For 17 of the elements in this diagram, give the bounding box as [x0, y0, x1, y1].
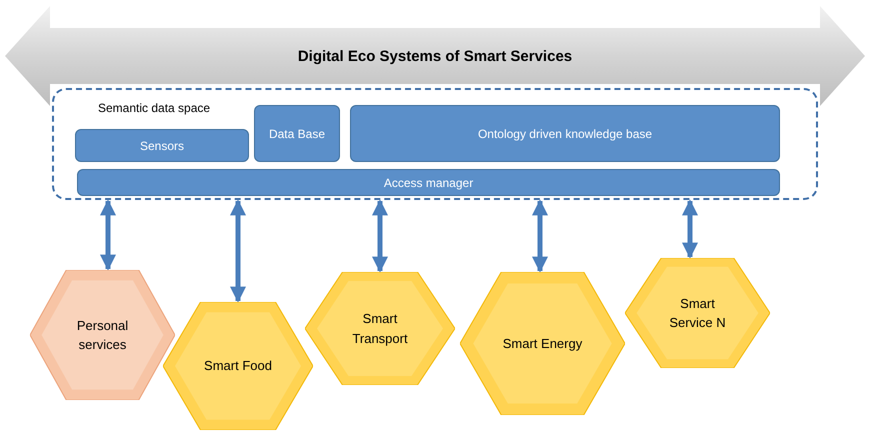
component-box: Data Base [254, 105, 340, 162]
double-arrow [230, 199, 246, 303]
container-label: Semantic data space [98, 100, 210, 117]
banner-title: Digital Eco Systems of Smart Services [296, 47, 574, 67]
double-arrow [532, 199, 548, 273]
service-hexagon: Smart Energy [460, 272, 625, 415]
service-hexagon: Smart Food [163, 302, 313, 430]
service-hexagon: Personal services [30, 270, 175, 400]
double-arrow [372, 199, 388, 273]
service-hexagon: Smart Transport [305, 272, 455, 385]
component-box: Sensors [75, 129, 249, 162]
component-box: Ontology driven knowledge base [350, 105, 780, 162]
double-arrow [682, 199, 698, 259]
dashed-container [52, 88, 818, 200]
component-box: Access manager [77, 169, 780, 196]
double-arrow [100, 199, 116, 271]
service-hexagon: Smart Service N [625, 258, 770, 368]
